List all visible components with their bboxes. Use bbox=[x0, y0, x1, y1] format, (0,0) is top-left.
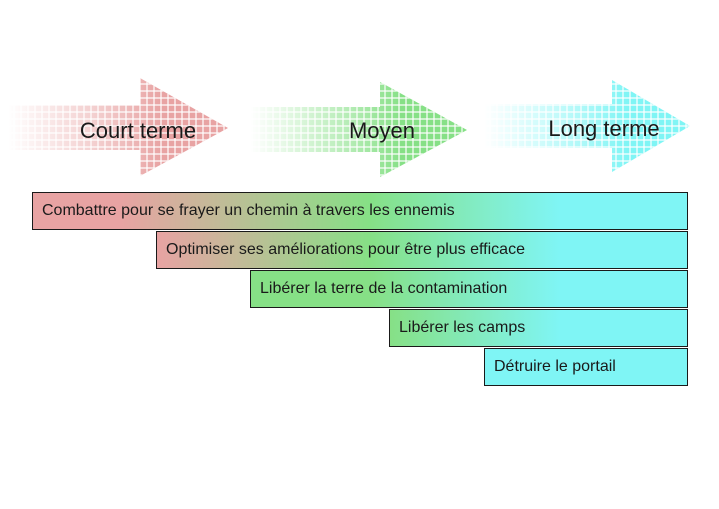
arrow-long-term: Long terme bbox=[484, 80, 690, 172]
objective-bar-upgrades: Optimiser ses améliorations pour être pl… bbox=[156, 231, 688, 269]
arrow-medium-term: Moyen bbox=[250, 82, 467, 177]
arrow-short-term: Court terme bbox=[8, 78, 228, 176]
arrow-label-medium-term: Moyen bbox=[349, 118, 415, 143]
arrow-label-short-term: Court terme bbox=[80, 118, 196, 143]
objective-bar-combat: Combattre pour se frayer un chemin à tra… bbox=[32, 192, 688, 230]
objective-bar-portal: Détruire le portail bbox=[484, 348, 688, 386]
objective-bar-camps: Libérer les camps bbox=[389, 309, 688, 347]
arrow-label-long-term: Long terme bbox=[548, 116, 659, 141]
objective-bar-land: Libérer la terre de la contamination bbox=[250, 270, 688, 308]
timeline-arrows: Court terme Moyen Long terme bbox=[8, 78, 690, 177]
